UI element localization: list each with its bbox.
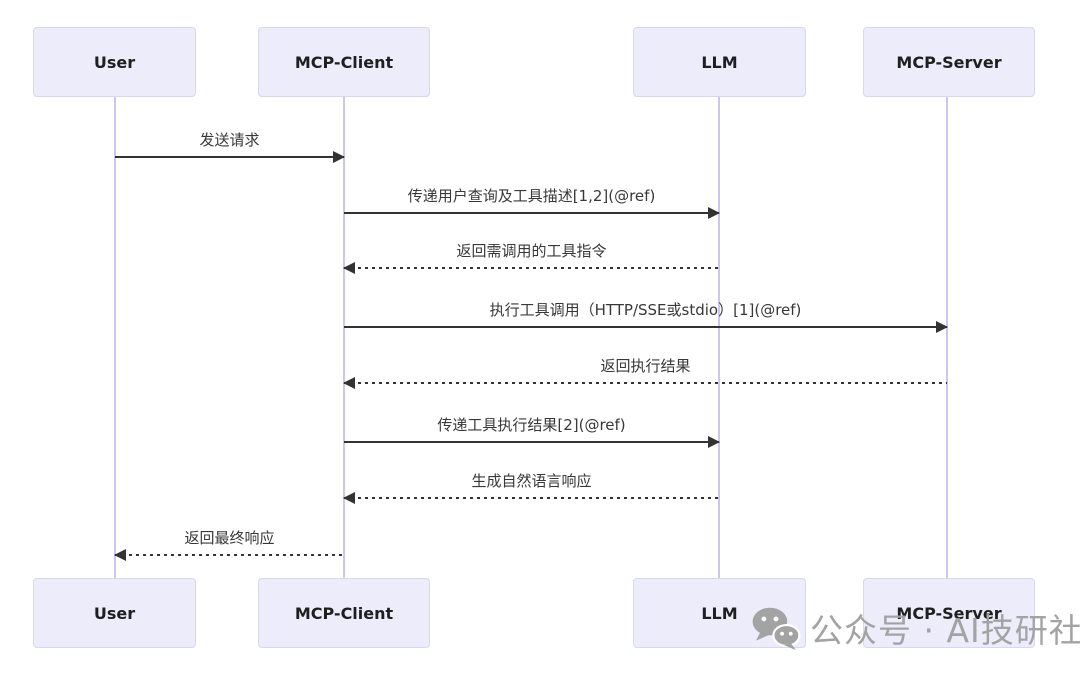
actor-mcp-client-label: MCP-Client: [294, 603, 394, 623]
arrowhead-right-icon: [708, 207, 720, 219]
actor-mcp-client-bottom: MCP-Client: [258, 578, 430, 648]
message-pass-tool-result: 传递工具执行结果[2](@ref): [344, 413, 720, 448]
actor-mcp-server-top: MCP-Server: [863, 27, 1035, 97]
lifeline-user: [114, 97, 116, 578]
message-label: 生成自然语言响应: [471, 472, 592, 490]
message-label: 返回需调用的工具指令: [456, 242, 607, 260]
message-return-final-response: 返回最终响应: [114, 526, 344, 561]
arrowhead-right-icon: [333, 151, 345, 163]
message-line: [344, 497, 719, 499]
message-execute-tool-call: 执行工具调用（HTTP/SSE或stdio）[1](@ref): [344, 298, 948, 333]
watermark: 公众号 · AI技研社: [750, 604, 1080, 652]
message-generate-nl-response: 生成自然语言响应: [343, 469, 719, 504]
message-label: 传递工具执行结果[2](@ref): [437, 416, 626, 434]
arrowhead-left-icon: [114, 549, 126, 561]
actor-llm-label: LLM: [701, 603, 738, 623]
message-line: [344, 326, 947, 328]
actor-mcp-client-label: MCP-Client: [294, 52, 394, 72]
actor-mcp-server-label: MCP-Server: [896, 603, 1002, 623]
message-label: 传递用户查询及工具描述[1,2](@ref): [407, 187, 656, 205]
actor-mcp-client-top: MCP-Client: [258, 27, 430, 97]
actor-user-top: User: [33, 27, 196, 97]
message-label: 发送请求: [199, 131, 260, 149]
arrowhead-right-icon: [936, 321, 948, 333]
message-line: [344, 382, 947, 384]
arrowhead-left-icon: [343, 492, 355, 504]
actor-user-label: User: [93, 52, 136, 72]
arrowhead-right-icon: [708, 436, 720, 448]
lifeline-llm: [718, 97, 720, 578]
message-label: 执行工具调用（HTTP/SSE或stdio）[1](@ref): [489, 301, 802, 319]
actor-mcp-server-bottom: MCP-Server: [863, 578, 1035, 648]
message-line: [344, 441, 719, 443]
arrowhead-left-icon: [343, 262, 355, 274]
message-label: 返回最终响应: [184, 529, 275, 547]
wechat-icon: [750, 605, 802, 652]
message-line: [115, 156, 344, 158]
lifeline-mcp-client: [343, 97, 345, 578]
actor-mcp-server-label: MCP-Server: [896, 52, 1002, 72]
actor-llm-label: LLM: [701, 52, 738, 72]
message-label: 返回执行结果: [600, 357, 691, 375]
message-line: [344, 267, 719, 269]
message-line: [344, 212, 719, 214]
arrowhead-left-icon: [343, 377, 355, 389]
message-line: [115, 554, 344, 556]
actor-user-label: User: [93, 603, 136, 623]
lifeline-mcp-server: [946, 97, 948, 578]
watermark-text: 公众号 · AI技研社: [810, 611, 1080, 650]
message-return-tool-instruction: 返回需调用的工具指令: [343, 239, 719, 274]
message-return-exec-result: 返回执行结果: [343, 354, 947, 389]
actor-llm-top: LLM: [633, 27, 806, 97]
message-send-request: 发送请求: [115, 128, 345, 163]
actor-user-bottom: User: [33, 578, 196, 648]
message-pass-query-tools: 传递用户查询及工具描述[1,2](@ref): [344, 184, 720, 219]
